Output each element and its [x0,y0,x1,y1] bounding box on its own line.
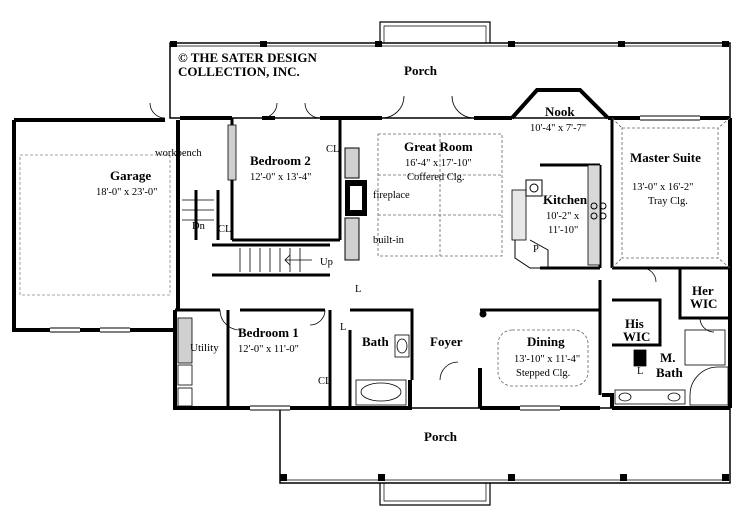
copyright-line2: COLLECTION, INC. [178,64,300,79]
stair-down-label: Dn [192,221,206,232]
kitchen-counter-right [587,164,601,266]
dining-dims: 13'-10" x 11'-4" [514,354,580,365]
bedroom2-label: Bedroom 2 [250,153,311,168]
kitchen-label: Kitchen [543,192,588,207]
master-bath-label-2: Bath [656,365,684,380]
stair-up-label: Up [320,257,333,268]
built-in-label: built-in [373,235,405,246]
rear-porch-outline [169,21,731,119]
linen-label-master: L [637,366,643,377]
dining-stepped-ceiling [497,329,589,387]
garage-dims: 18'-0" x 23'-0" [96,187,157,198]
master-suite-ceiling: Tray Clg. [648,196,688,207]
tray-ceiling [611,117,731,269]
workbench-label: workbench [155,148,202,159]
linen-label-hall: L [355,284,361,295]
great-room-ceiling: Coffered Clg. [407,172,465,183]
kitchen-counter-left [511,189,527,241]
window-marks [50,115,700,411]
bath-fixtures [355,329,729,406]
master-suite-dims: 13'-0" x 16'-2" [632,182,693,193]
front-porch-label: Porch [424,429,458,444]
fireplace-block [344,147,367,261]
closet-label-bedroom1: CL [318,376,331,387]
exterior-walls [12,88,732,410]
great-room-label: Great Room [404,139,473,154]
great-room-dims: 16'-4" x 17'-10" [405,158,472,169]
rear-porch-posts [170,41,729,47]
garage-door-outline [19,154,171,296]
closet-label-bedroom2: CL [326,144,339,155]
utility-label: Utility [190,342,219,354]
coffered-ceiling-grid [377,133,503,257]
master-bath-label-1: M. [660,350,676,365]
her-wic-label-1: Her [692,283,714,298]
garage-label: Garage [110,168,151,183]
copyright-line1: © THE SATER DESIGN [178,50,318,65]
his-wic-label-1: His [625,316,644,331]
rear-porch-label: Porch [404,63,438,78]
kitchen-dims-1: 10'-2" x [546,211,580,222]
staircase [182,199,312,272]
his-wic-label-2: WIC [623,329,650,344]
bedroom2-dims: 12'-0" x 13'-4" [250,172,311,183]
front-porch-outline [279,407,731,506]
garage-workbench [227,124,237,181]
nook-label: Nook [545,104,575,119]
interior-walls [175,118,730,408]
door-swings [149,95,715,381]
fireplace-label: fireplace [373,190,410,201]
her-wic-label-2: WIC [690,296,717,311]
front-porch-posts [280,474,729,481]
nook-dims: 10'-4" x 7'-7" [530,123,586,134]
bedroom1-dims: 12'-0" x 11'-0" [238,344,299,355]
foyer-label: Foyer [430,334,463,349]
closet-label-stairs: CL [218,224,231,235]
pantry-label: P [533,244,539,255]
foyer-column [479,310,487,318]
linen-label-bath: L [340,322,346,333]
utility-fixtures [177,317,193,407]
kitchen-dims-2: 11'-10" [548,225,578,236]
master-suite-label: Master Suite [630,150,701,165]
kitchen-island [514,179,607,269]
dining-ceiling: Stepped Clg. [516,368,570,379]
dining-label: Dining [527,334,565,349]
bedroom1-label: Bedroom 1 [238,325,299,340]
bath-label: Bath [362,334,390,349]
